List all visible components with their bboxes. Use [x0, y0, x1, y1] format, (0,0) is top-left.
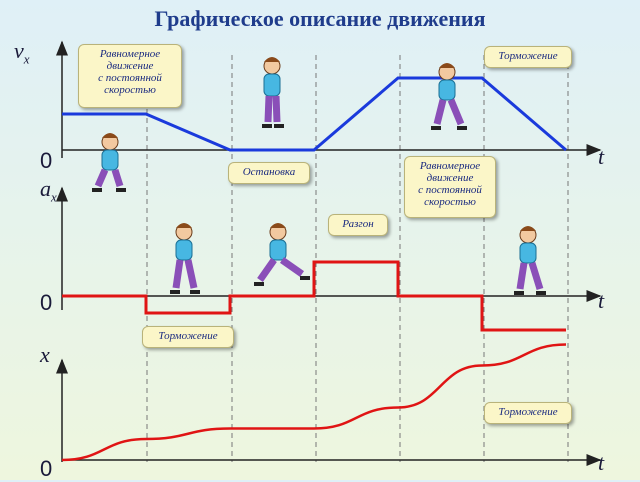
- callout-braking-mid: Торможение: [142, 326, 234, 348]
- page-title: Графическое описание движения: [154, 6, 486, 31]
- time-guides: [146, 55, 569, 462]
- callout-braking-bottom: Торможение: [484, 402, 572, 424]
- walker-figure-4: [170, 223, 200, 294]
- position-axis-label: x: [40, 342, 50, 367]
- callout-braking-top: Торможение: [484, 46, 572, 68]
- zero-label-position: 0: [40, 456, 53, 481]
- callout-uniform-right: Равномерное движение с постоянной скорос…: [404, 156, 496, 218]
- walker-figure-2: [262, 57, 284, 128]
- velocity-axis-label: vx: [14, 38, 30, 67]
- walker-figure-1: [92, 133, 126, 192]
- time-label-acceleration: t: [598, 288, 605, 313]
- walker-figure-3: [431, 63, 467, 130]
- zero-label-acceleration: 0: [40, 290, 53, 315]
- velocity-line: [62, 76, 567, 152]
- callout-acceleration: Разгон: [328, 214, 388, 236]
- time-label-velocity: t: [598, 144, 605, 169]
- time-label-position: t: [598, 450, 605, 475]
- acceleration-axis-label: ax: [40, 176, 57, 205]
- walker-figure-5: [254, 223, 310, 286]
- position-line: [61, 343, 567, 462]
- callout-stop: Остановка: [228, 162, 310, 184]
- zero-label-velocity: 0: [40, 148, 53, 173]
- acceleration-line: [62, 260, 566, 332]
- axes: [56, 40, 602, 466]
- callout-uniform-left: Равномерное движение с постоянной скорос…: [78, 44, 182, 108]
- walker-figure-6: [514, 226, 546, 295]
